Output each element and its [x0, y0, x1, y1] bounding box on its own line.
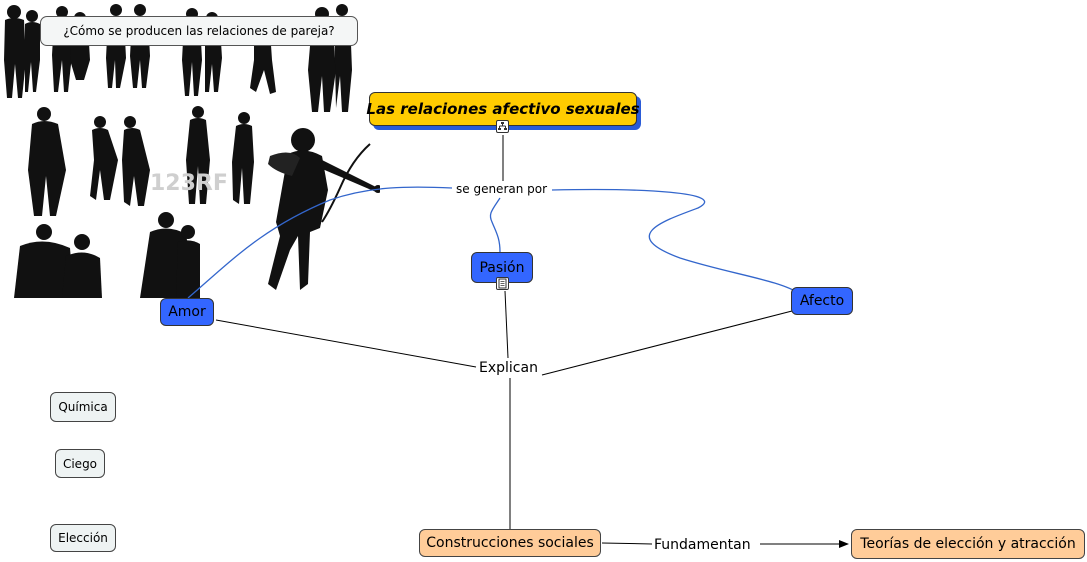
concept-quimica-text: Química: [58, 400, 108, 414]
concept-construcciones-sociales[interactable]: Construcciones sociales: [419, 529, 601, 557]
link-line-afecto-explican: [541, 310, 793, 376]
link-label-fundamentan[interactable]: Fundamentan: [652, 537, 753, 553]
concept-quimica[interactable]: Química: [50, 392, 116, 422]
concept-amor[interactable]: Amor: [160, 298, 214, 326]
curve-to-afecto: [551, 188, 801, 295]
concept-pasion-text: Pasión: [479, 259, 525, 276]
link-line-pasion-explican: [504, 290, 509, 359]
concept-afecto-text: Afecto: [799, 293, 845, 309]
concept-eleccion-text: Elección: [58, 531, 108, 545]
concept-afecto[interactable]: Afecto: [791, 287, 853, 315]
concept-map-icon[interactable]: [496, 120, 509, 133]
link-label-explican[interactable]: Explican: [477, 360, 540, 376]
concept-ciego[interactable]: Ciego: [55, 449, 105, 478]
main-concept-text: Las relaciones afectivo sexuales: [366, 100, 640, 118]
concept-eleccion[interactable]: Elección: [50, 524, 116, 552]
curve-to-pasion: [489, 197, 501, 253]
link-line-construcciones-fundamentan: [601, 542, 653, 545]
focus-question[interactable]: ¿Cómo se producen las relaciones de pare…: [40, 16, 358, 46]
svg-text:123RF: 123RF: [150, 171, 228, 196]
concept-ciego-text: Ciego: [62, 456, 98, 471]
link-label-se-generan-por[interactable]: se generan por: [454, 181, 550, 197]
concept-amor-text: Amor: [168, 304, 206, 320]
curve-to-amor: [187, 186, 453, 299]
link-line-amor-explican: [215, 319, 477, 368]
concept-teorias-text: Teorías de elección y atracción: [860, 536, 1076, 552]
document-icon[interactable]: [496, 277, 509, 290]
concept-construcciones-text: Construcciones sociales: [426, 535, 594, 551]
concept-teorias[interactable]: Teorías de elección y atracción: [851, 529, 1085, 559]
focus-question-text: ¿Cómo se producen las relaciones de pare…: [63, 24, 335, 38]
